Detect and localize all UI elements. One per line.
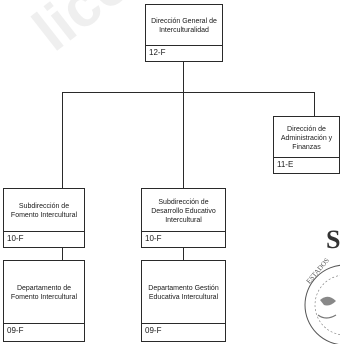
connector-mid-vertical bbox=[183, 92, 184, 188]
node-code: 10-F bbox=[142, 231, 225, 247]
node-code: 11-E bbox=[274, 157, 339, 173]
connector-top-vertical bbox=[183, 62, 184, 92]
connector-mid-lower bbox=[183, 248, 184, 260]
node-code: 12-F bbox=[146, 45, 222, 61]
node-title: Dirección de Administración y Finanzas bbox=[280, 125, 333, 151]
connector-left-vertical bbox=[62, 92, 63, 188]
connector-horizontal-main bbox=[62, 92, 314, 93]
node-title: Subdirección de Fomento Intercultural bbox=[10, 203, 78, 219]
node-title: Dirección General de Interculturalidad bbox=[151, 18, 217, 34]
node-departamento-fomento: Departamento de Fomento Intercultural 09… bbox=[3, 260, 85, 342]
node-code: 09-F bbox=[4, 323, 84, 341]
node-subdireccion-desarrollo: Subdirección de Desarrollo Educativo Int… bbox=[141, 188, 226, 248]
node-direccion-general: Dirección General de Interculturalidad 1… bbox=[145, 4, 223, 62]
node-title: Departamento de Fomento Intercultural bbox=[10, 285, 78, 301]
node-title: Subdirección de Desarrollo Educativo Int… bbox=[151, 198, 216, 224]
node-title: Departamento Gestión Educativa Intercult… bbox=[148, 285, 219, 301]
node-code: 10-F bbox=[4, 231, 84, 247]
connector-left-lower bbox=[62, 248, 63, 260]
node-code: 09-F bbox=[142, 323, 225, 341]
node-direccion-administracion: Dirección de Administración y Finanzas 1… bbox=[273, 116, 340, 174]
node-departamento-gestion: Departamento Gestión Educativa Intercult… bbox=[141, 260, 226, 342]
seal-emblem: ESTADOS bbox=[304, 256, 340, 344]
node-subdireccion-fomento: Subdirección de Fomento Intercultural 10… bbox=[3, 188, 85, 248]
connector-right-vertical bbox=[314, 92, 315, 116]
seal-letter: S bbox=[326, 225, 340, 254]
